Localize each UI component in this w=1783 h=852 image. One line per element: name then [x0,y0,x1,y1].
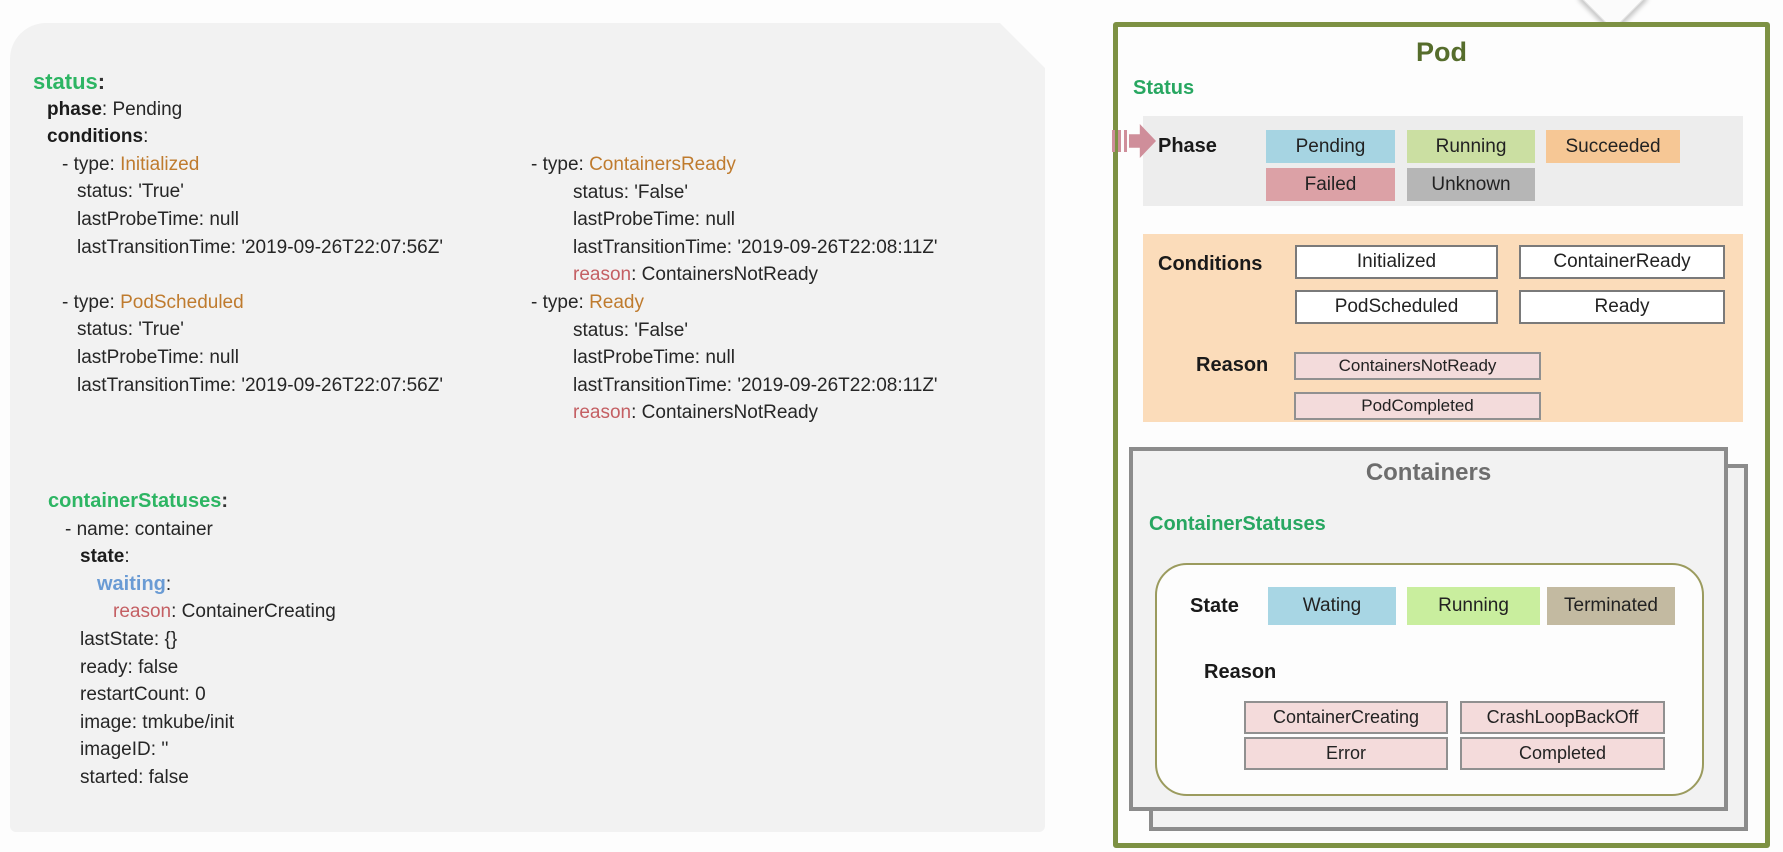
condition-box-containerready: ContainerReady [1519,245,1725,279]
yaml-line: lastProbeTime: null [573,347,735,369]
yaml-line: containerStatuses: [48,490,229,512]
yaml-line: - type: Initialized [62,153,200,175]
yaml-line: - type: Ready [531,291,644,313]
condition-reason-box-podcompleted: PodCompleted [1294,392,1541,420]
state-badge-terminated: Terminated [1547,587,1675,625]
phase-badge-unknown: Unknown [1407,168,1535,201]
yaml-line: lastTransitionTime: '2019-09-26T22:08:11… [573,236,938,258]
state-badge-running2: Running [1407,587,1540,625]
yaml-block-conditions-right: - type: ContainersReady status: 'False' la… [531,151,938,427]
state-badge-wating: Wating [1268,587,1396,625]
pointer-arrow-icon [1112,124,1156,158]
yaml-line: status: 'False' [573,181,688,203]
container-reason-label: Reason [1204,661,1277,683]
phase-badge-succeeded: Succeeded [1546,130,1680,163]
yaml-line: - type: PodScheduled [62,291,244,313]
conditions-label: Conditions [1158,253,1263,275]
yaml-line: lastTransitionTime: '2019-09-26T22:07:56… [77,374,443,396]
container-reason-box-crashloopbackoff: CrashLoopBackOff [1460,701,1665,734]
yaml-line: started: false [80,766,189,788]
yaml-panel: status: phase: Pending conditions: - type: … [10,22,1046,832]
container-reason-box-error: Error [1244,737,1448,770]
state-label: State [1190,595,1239,617]
containers-box: Containers ContainerStatuses State Watin… [1129,447,1728,811]
yaml-line: status: 'False' [573,319,688,341]
yaml-line: conditions: [47,126,149,148]
yaml-line: ready: false [80,656,179,678]
yaml-line: reason: ContainersNotReady [573,402,819,424]
yaml-line: reason: ContainerCreating [113,601,336,623]
yaml-line: status: 'True' [77,319,184,341]
yaml-line: reason: ContainersNotReady [573,264,819,286]
phase-badge-pending: Pending [1266,130,1395,163]
yaml-line: lastTransitionTime: '2019-09-26T22:07:56… [77,236,443,258]
yaml-line: imageID: '' [80,739,169,761]
containers-title: Containers [1365,459,1492,486]
container-reason-box-completed: Completed [1460,737,1665,770]
yaml-line: phase: Pending [47,98,183,120]
condition-reason-box-containersnotready: ContainersNotReady [1294,352,1541,380]
yaml-line: lastProbeTime: null [573,209,735,231]
container-statuses-label: ContainerStatuses [1149,513,1326,535]
phase-badge-running: Running [1407,130,1535,163]
yaml-line: waiting: [97,572,172,595]
yaml-line: lastProbeTime: null [77,208,239,230]
container-reason-box-containercreating: ContainerCreating [1244,701,1448,734]
condition-box-ready: Ready [1519,290,1725,324]
pod-title: Pod [1416,37,1467,67]
yaml-line: - type: ContainersReady [531,154,736,175]
yaml-line: lastState: {} [80,628,178,650]
yaml-line: lastTransitionTime: '2019-09-26T22:08:11… [573,374,938,396]
yaml-block-container-statuses: containerStatuses: - name: container state… [30,488,336,792]
yaml-line: - name: container [65,518,213,540]
status-section-label: Status [1133,77,1195,99]
condition-box-initialized: Initialized [1295,245,1498,279]
phase-badge-failed: Failed [1266,168,1395,201]
conditions-reason-label: Reason [1196,354,1269,376]
yaml-line: image: tmkube/init [80,711,235,733]
yaml-line: restartCount: 0 [80,684,206,706]
yaml-line [33,261,443,289]
folded-corner [999,22,1046,69]
yaml-line: status: 'True' [77,181,184,203]
condition-box-podscheduled: PodScheduled [1295,290,1498,324]
yaml-line: status: [33,69,106,94]
yaml-line: state: [80,546,130,568]
yaml-line: lastProbeTime: null [77,346,239,368]
phase-label: Phase [1158,135,1217,157]
yaml-block-status: status: phase: Pending conditions: - type: … [33,68,443,399]
